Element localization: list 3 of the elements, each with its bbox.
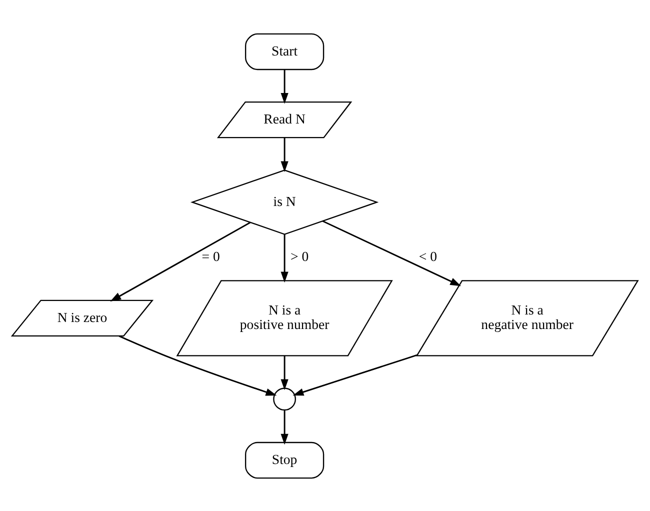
edge-label: = 0 bbox=[202, 248, 220, 264]
edge-label: > 0 bbox=[290, 248, 309, 264]
edge-label: < 0 bbox=[418, 248, 437, 264]
